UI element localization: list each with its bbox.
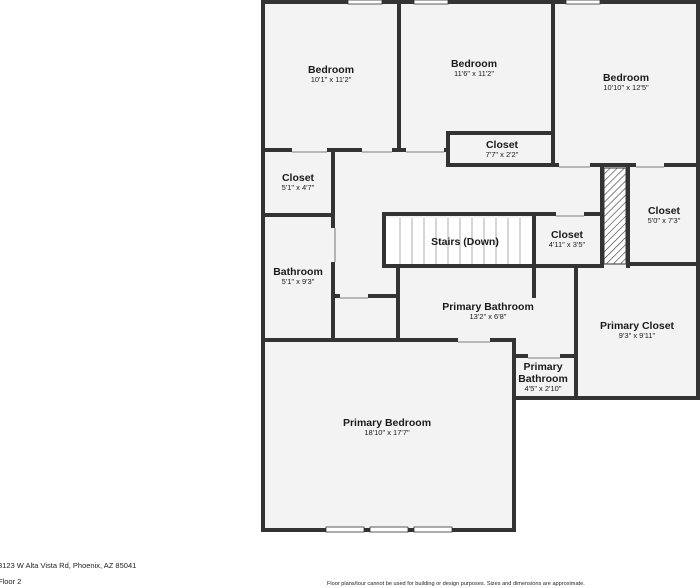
room-name: Primary Bedroom: [342, 417, 432, 429]
room-dimensions: 5'0" x 7'3": [647, 216, 681, 226]
room-dimensions: 18'10" x 17'7": [364, 428, 410, 438]
room-closet-stairs: Closet 4'11" x 3'5": [549, 229, 585, 250]
room-bedroom-1: Bedroom 10'1" x 11'2": [308, 64, 354, 85]
room-dimensions: 10'10" x 12'5": [603, 83, 649, 93]
room-dimensions: 10'1" x 11'2": [310, 75, 352, 85]
room-closet-top: Closet 7'7" x 2'2": [486, 139, 519, 160]
room-name: Primary Closet: [599, 320, 675, 332]
floor-label: Floor 2: [0, 577, 22, 586]
room-primary-bathroom: Primary Bathroom 13'2" x 6'8": [442, 301, 534, 322]
room-closet-right: Closet 5'0" x 7'3": [648, 205, 681, 226]
door-openings: [292, 147, 664, 359]
room-dimensions: 4'5" x 2'10": [524, 384, 562, 394]
room-name: Primary Bathroom: [518, 361, 568, 386]
room-bathroom: Bathroom 5'1" x 9'3": [273, 266, 323, 287]
room-primary-closet: Primary Closet 9'3" x 9'11": [600, 320, 674, 341]
room-name: Closet: [485, 139, 519, 151]
disclaimer-text: Floor plans/tour cannot be used for buil…: [327, 581, 585, 587]
room-dimensions: 5'1" x 4'7": [281, 183, 315, 193]
room-dimensions: 4'11" x 3'5": [548, 240, 586, 250]
room-name: Closet: [647, 205, 681, 217]
stairs-graphic: [386, 218, 534, 264]
room-name: Bathroom: [273, 266, 323, 278]
room-name: Bedroom: [450, 58, 498, 70]
room-bedroom-2: Bedroom 11'6" x 11'2": [451, 58, 497, 79]
room-bedroom-3: Bedroom 10'10" x 12'5": [603, 72, 649, 93]
shaft-hatch: [603, 167, 627, 265]
windows: [325, 0, 601, 533]
room-stairs: Stairs (Down): [431, 236, 499, 248]
room-name: Stairs (Down): [431, 236, 499, 248]
address-text: 3123 W Alta Vista Rd, Phoenix, AZ 85041: [0, 561, 137, 570]
door-thresholds: [292, 151, 664, 359]
room-primary-bathroom-small: Primary Bathroom 4'5" x 2'10": [518, 361, 568, 394]
room-dimensions: 5'1" x 9'3": [281, 277, 315, 287]
room-dimensions: 9'3" x 9'11": [618, 331, 656, 341]
room-name: Closet: [281, 172, 315, 184]
room-dimensions: 13'2" x 6'8": [469, 312, 507, 322]
room-closet-left: Closet 5'1" x 4'7": [282, 172, 315, 193]
room-name: Closet: [550, 229, 584, 241]
room-primary-bedroom: Primary Bedroom 18'10" x 17'7": [343, 417, 431, 438]
room-name: Bedroom: [602, 72, 650, 84]
room-name: Bedroom: [307, 64, 355, 76]
room-dimensions: 11'6" x 11'2": [453, 69, 495, 79]
room-dimensions: 7'7" x 2'2": [485, 150, 519, 160]
room-name: Primary Bathroom: [442, 301, 534, 313]
